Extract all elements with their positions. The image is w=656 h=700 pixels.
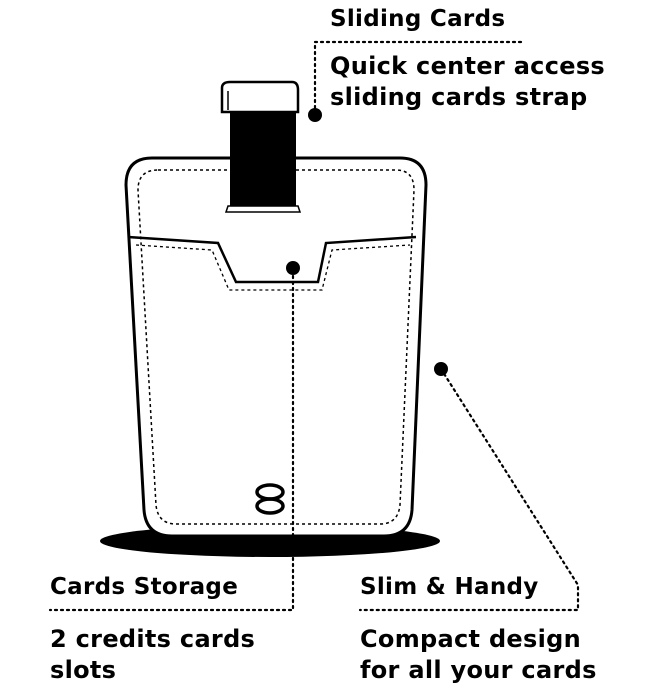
sliding-strap [230, 112, 296, 206]
pocket-stitching [135, 244, 411, 291]
sliding-leader [313, 40, 527, 110]
slim-desc-line-2: for all your cards [360, 656, 597, 684]
storage-desc: 2 credits cards slots [50, 624, 255, 686]
front-pocket [127, 235, 417, 284]
strap-cap [220, 80, 300, 114]
sliding-desc: Quick center access sliding cards strap [330, 51, 605, 113]
storage-desc-line-1: 2 credits cards [50, 625, 256, 653]
leader-lines [48, 40, 580, 612]
slim-leader [358, 367, 580, 612]
wallet-body [124, 156, 428, 538]
storage-dot [286, 261, 300, 275]
storage-title: Cards Storage [50, 574, 239, 600]
storage-desc-line-2: slots [50, 656, 117, 684]
wallet-stitching [137, 169, 415, 525]
strap-slot [224, 205, 302, 213]
sliding-dot [308, 108, 322, 122]
slim-desc-line-1: Compact design [360, 625, 581, 653]
slim-title: Slim & Handy [360, 574, 539, 600]
slim-desc: Compact design for all your cards [360, 624, 597, 686]
sliding-desc-line-1: Quick center access [330, 52, 605, 80]
sliding-desc-line-2: sliding cards strap [330, 83, 588, 111]
infinity-logo-icon [255, 483, 285, 515]
sliding-title: Sliding Cards [330, 6, 506, 32]
